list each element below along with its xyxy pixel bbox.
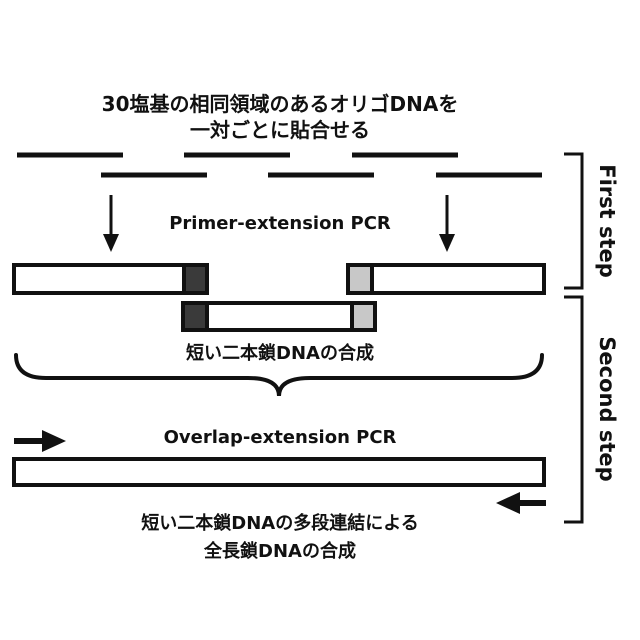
dsdna-right bbox=[348, 265, 544, 293]
full-length-dna bbox=[14, 459, 544, 485]
title-line-2: 一対ごとに貼合せる bbox=[0, 114, 560, 143]
first-step-label: First step bbox=[594, 161, 620, 281]
second-step-label: Second step bbox=[594, 334, 620, 484]
first-step-bracket bbox=[564, 154, 582, 288]
primer-extension-label: Primer-extension PCR bbox=[0, 213, 560, 234]
dsdna-middle bbox=[183, 303, 375, 330]
overlap-extension-label: Overlap-extension PCR bbox=[0, 427, 560, 448]
short-dsdna-label: 短い二本鎖DNAの合成 bbox=[0, 339, 560, 365]
result-label-line-1: 短い二本鎖DNAの多段連結による bbox=[0, 509, 560, 535]
dsdna-left bbox=[14, 265, 207, 293]
title-line-1: 30塩基の相同領域のあるオリゴDNAを bbox=[0, 88, 560, 117]
second-step-bracket bbox=[564, 297, 582, 522]
result-label-line-2: 全長鎖DNAの合成 bbox=[0, 537, 560, 563]
